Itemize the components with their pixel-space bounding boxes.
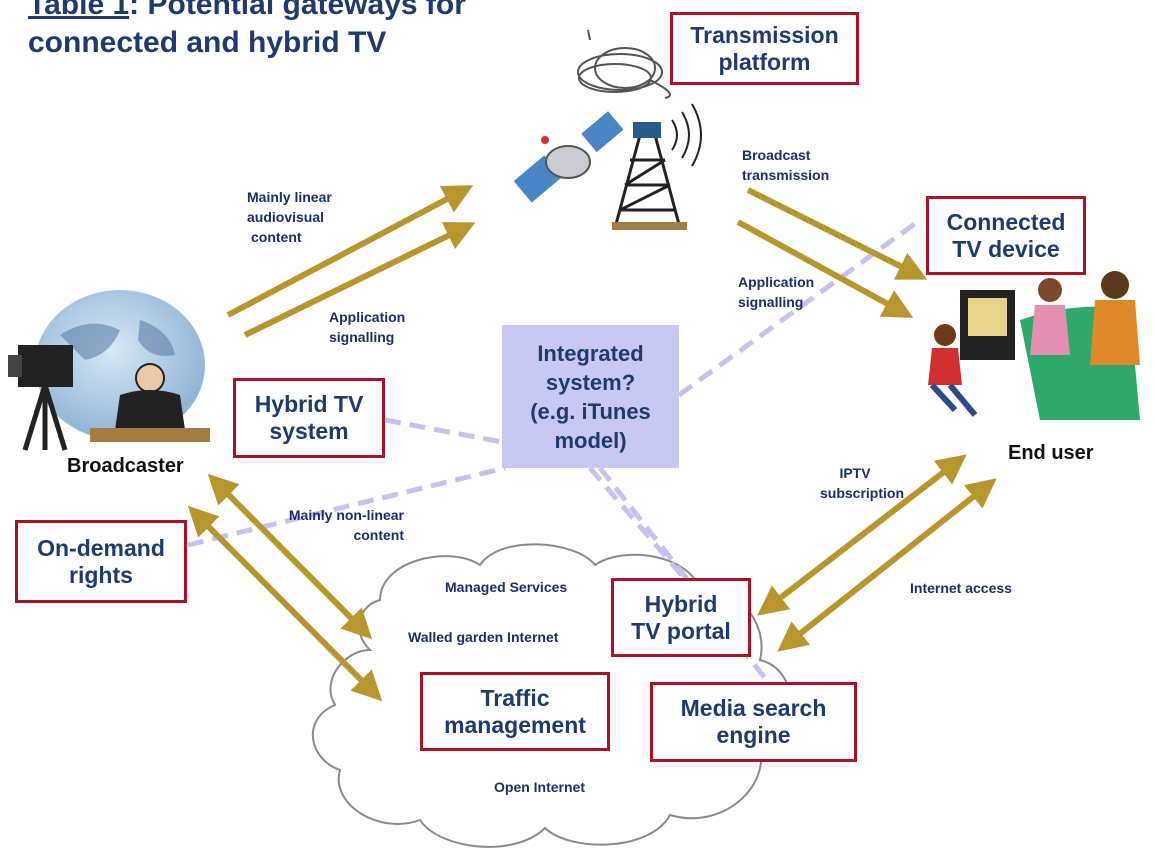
satellite-icon [513,111,624,203]
box-line: platform [718,48,811,75]
open-internet-label: Open Internet [494,779,586,795]
flow-arrows [187,185,997,702]
box-line: model) [554,427,627,453]
broadcaster-label: Broadcaster [67,455,184,477]
traffic-management-box: Traffic management [420,672,610,751]
broadcast-transmission-label: Broadcast transmission [742,145,829,185]
mainly-non-linear-label: Mainly non-linear content [258,505,404,545]
label-line: transmission [742,167,830,183]
box-line: Hybrid [644,590,718,617]
connected-tv-device-box: Connected TV device [926,196,1086,275]
end-user-icon [928,271,1140,420]
mainly-linear-label: Mainly linear audiovisual content [247,187,332,247]
application-signalling-left-label: Application signalling [329,307,405,347]
transmission-platform-box: Transmission platform [670,12,859,85]
label-line: Application [329,309,406,325]
label-line: signalling [329,329,395,345]
on-demand-rights-box: On-demand rights [15,520,187,603]
application-signalling-right-label: Application signalling [738,272,814,312]
box-line: On-demand [37,534,165,561]
box-line: Traffic [480,684,550,711]
box-line: TV device [952,235,1060,262]
box-line: Connected [946,208,1066,235]
box-line: Media search [680,695,827,721]
box-line: system [269,418,349,444]
label-line: content [251,229,302,245]
end-user-label: End user [1008,442,1094,464]
box-line: Integrated [537,340,644,366]
walled-garden-label: Walled garden Internet [408,629,559,645]
label-line: Application [738,274,815,290]
box-line: rights [69,561,133,588]
iptv-subscription-label: IPTV subscription [820,463,905,503]
hybrid-tv-system-box: Hybrid TV system [233,378,385,458]
internet-access-label: Internet access [910,580,1012,596]
box-line: Transmission [690,21,839,48]
cable-icon [577,29,671,99]
hybrid-tv-portal-box: Hybrid TV portal [611,578,751,657]
box-line: management [444,711,586,738]
box-line: Hybrid TV [254,391,364,417]
title-rest: : Potential gateways for [129,0,466,21]
label-line: audiovisual [247,209,325,225]
title-line2: connected and hybrid TV [28,26,387,59]
integrated-system-box: Integrated system? (e.g. iTunes model) [502,325,679,468]
title-prefix: Table 1 [28,0,130,21]
tower-icon [612,103,702,230]
label-line: subscription [820,485,905,501]
managed-services-label: Managed Services [445,579,568,595]
label-line: IPTV [839,465,871,481]
label-line: signalling [738,294,804,310]
label-line: Mainly non-linear [288,507,404,523]
label-line: content [353,527,404,543]
box-line: TV portal [631,617,731,644]
label-line: Mainly linear [247,189,332,205]
diagram-title: Table 1: Potential gateways for connecte… [28,0,466,62]
box-line: (e.g. iTunes [530,398,651,424]
box-line: system? [545,369,636,395]
label-line: Broadcast [742,147,811,163]
media-search-engine-box: Media search engine [650,682,857,762]
broadcaster-icon [8,290,210,451]
box-line: engine [716,722,791,748]
